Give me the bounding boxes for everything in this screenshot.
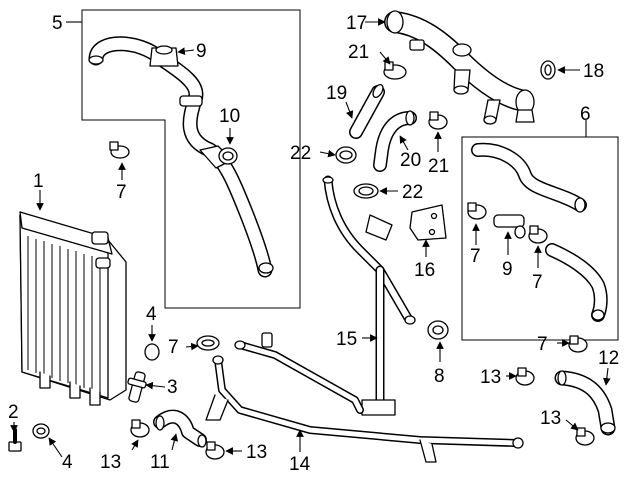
upper-coolant-hose — [88, 36, 274, 278]
callout-21-lower: 21 — [428, 156, 449, 177]
hose-clamp-center — [196, 335, 220, 351]
hose-clamp-right — [568, 335, 588, 353]
callout-9-upper: 9 — [196, 41, 207, 62]
hose-clamp-21-upper — [383, 61, 407, 80]
callout-11: 11 — [150, 452, 170, 473]
hose-clamp-13-right-upper — [515, 367, 535, 386]
coolant-pipe-14 — [205, 332, 524, 463]
callout-13-right-upper: 13 — [480, 367, 501, 388]
connector-tee — [493, 214, 526, 239]
callout-18: 18 — [583, 61, 604, 82]
coolant-pipe-15 — [322, 175, 416, 416]
callout-3: 3 — [167, 377, 178, 398]
callout-7-center: 7 — [168, 337, 179, 358]
grommet-upper — [144, 343, 160, 361]
lower-hose-12 — [554, 370, 616, 436]
callout-17: 17 — [346, 13, 367, 34]
callout-13-left: 13 — [100, 452, 121, 473]
heater-hose-upper — [471, 142, 587, 213]
group-box-6 — [461, 136, 619, 341]
hose-clamp-box6-right — [528, 225, 548, 244]
hose-clamp-13-center — [205, 441, 225, 460]
callout-16: 16 — [414, 260, 435, 281]
callout-2: 2 — [8, 402, 19, 423]
callout-13-center: 13 — [246, 442, 267, 463]
callout-7-box6-left: 7 — [470, 246, 481, 267]
coolant-manifold — [384, 10, 535, 125]
short-hose-20 — [373, 110, 417, 172]
callout-19: 19 — [326, 83, 347, 104]
hose-clamp-13-right-lower — [575, 427, 595, 446]
callout-13-right-lower: 13 — [540, 408, 561, 429]
callout-8: 8 — [434, 366, 445, 387]
callout-7-right: 7 — [537, 334, 548, 355]
drain-valve — [127, 371, 147, 403]
leader-lines — [10, 18, 611, 458]
hose-clamp-box6-left — [467, 202, 487, 220]
seal-ring — [540, 60, 556, 80]
bracket — [409, 204, 447, 241]
callout-5: 5 — [52, 13, 63, 34]
callout-14: 14 — [289, 454, 311, 475]
callout-9-box6: 9 — [502, 259, 513, 280]
callout-4-upper: 4 — [146, 304, 157, 325]
callout-10: 10 — [219, 106, 240, 127]
callout-20: 20 — [400, 150, 421, 171]
short-hose-11 — [153, 409, 207, 448]
seal-22-upper — [335, 146, 357, 164]
callout-4-lower: 4 — [62, 452, 73, 473]
callout-1: 1 — [33, 171, 44, 192]
callout-7-left: 7 — [116, 182, 127, 203]
heater-hose-lower — [545, 243, 608, 322]
callout-22-lower: 22 — [402, 182, 423, 203]
hose-clamp-13-left — [130, 419, 150, 438]
hose-clamp-left — [109, 141, 130, 159]
callout-labels: 1 2 3 4 4 5 6 7 7 7 7 7 8 9 9 10 11 12 1… — [8, 13, 619, 475]
group-box-5 — [81, 9, 301, 309]
callout-12: 12 — [598, 348, 619, 369]
callout-21-upper: 21 — [348, 42, 369, 63]
callout-7-box6-right: 7 — [532, 272, 543, 293]
callout-22-upper: 22 — [290, 143, 311, 164]
quick-connector — [427, 320, 449, 340]
callout-15: 15 — [336, 329, 357, 350]
short-hose-19 — [349, 83, 385, 139]
seal-22-lower — [353, 183, 379, 199]
hose-clamp-21-lower — [428, 111, 448, 130]
radiator — [19, 211, 127, 406]
callout-6: 6 — [580, 104, 591, 125]
grommet-lower — [32, 423, 50, 439]
bolt — [8, 428, 22, 452]
